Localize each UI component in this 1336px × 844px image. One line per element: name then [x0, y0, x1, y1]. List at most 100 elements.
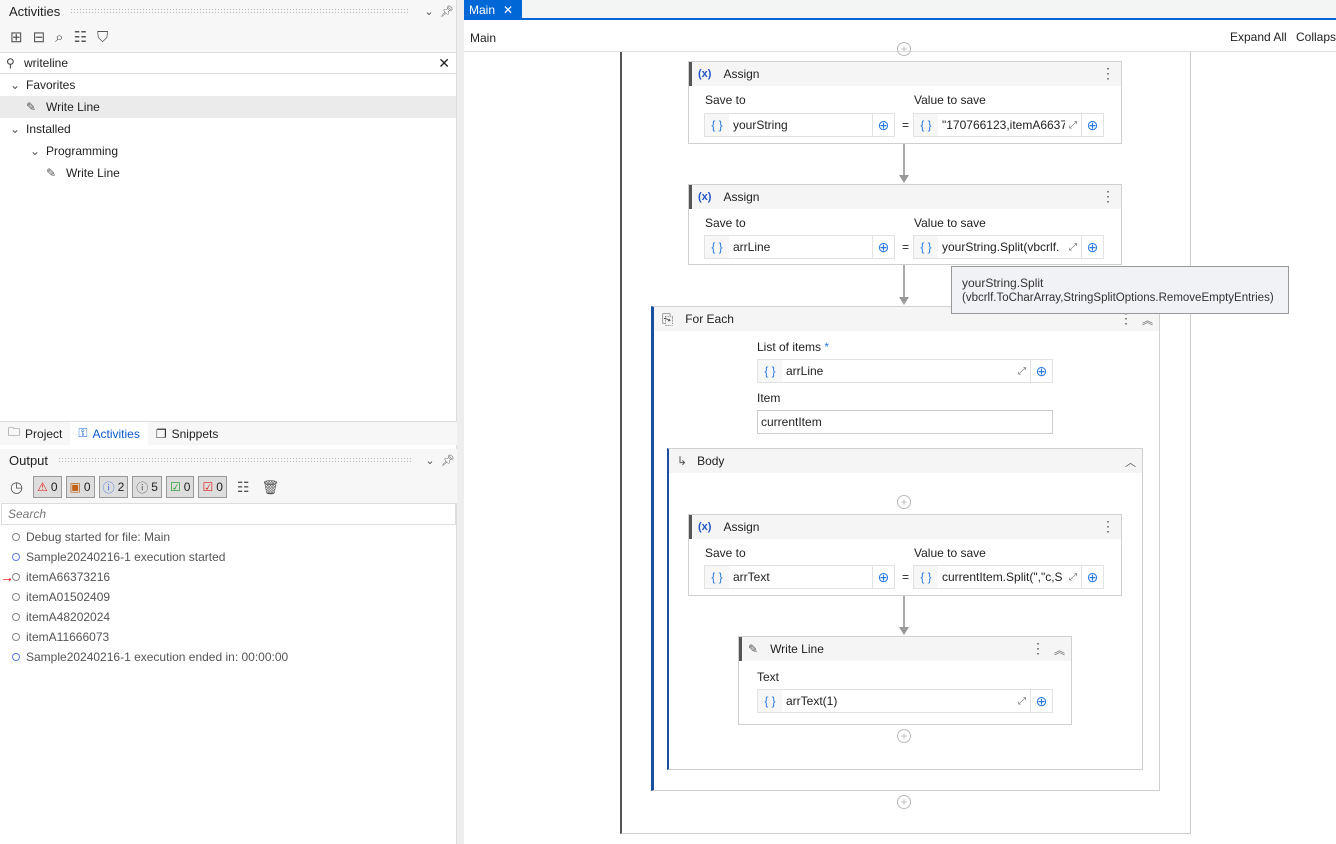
expression-icon: { } [758, 690, 782, 712]
expand-icon[interactable]: ⤢ [1018, 365, 1026, 377]
equals-sign: = [902, 570, 910, 584]
log-entry[interactable]: itemA48202024 [0, 607, 457, 627]
log-entry[interactable]: Debug started for file: Main [0, 527, 457, 547]
splitter[interactable] [457, 0, 464, 844]
save-to-field[interactable]: { }arrText⊕ [704, 565, 895, 589]
required-marker: * [824, 340, 830, 354]
log-entry[interactable]: Sample20240216-1 execution ended in: 00:… [0, 647, 457, 667]
log-entry[interactable]: →itemA66373216 [0, 567, 457, 587]
log-entry[interactable]: itemA11666073 [0, 627, 457, 647]
expand-icon[interactable]: ⤢ [1069, 119, 1077, 131]
field-value: currentItem.Split(","c,S [942, 570, 1063, 584]
tree-item-installed[interactable]: ⌄Installed [10, 122, 71, 136]
success-filter[interactable]: ☑0 [165, 476, 195, 498]
output-search[interactable]: Search [1, 503, 456, 525]
expand-icon[interactable]: ⤢ [1069, 571, 1077, 583]
write-line-icon: ✎ [748, 642, 759, 656]
pin-icon[interactable]: 📌︎ [440, 5, 454, 18]
expression-icon: { } [705, 114, 729, 136]
activity-title: Assign [723, 520, 760, 534]
tab-project[interactable]: 🗀Project [0, 422, 70, 445]
more-icon[interactable]: ⋮ [1031, 640, 1045, 656]
collapse-icon[interactable]: ︽ [1054, 645, 1065, 657]
field-value: arrLine [733, 240, 771, 254]
assign-activity[interactable]: (x)Assign ⋮ Save to Value to save { }arr… [688, 184, 1122, 265]
tab-label: Snippets [171, 426, 219, 441]
expand-icon[interactable]: ⤢ [1069, 241, 1077, 253]
warning-icon: ▣ [69, 480, 81, 494]
add-icon[interactable]: ⊕ [872, 114, 894, 136]
more-icon[interactable]: ⋮ [1101, 65, 1115, 81]
tab-main[interactable]: Main✕ [464, 0, 522, 20]
add-activity-icon[interactable]: + [897, 795, 911, 809]
filter-icon[interactable]: ⛉ [97, 28, 109, 46]
expand-all-icon[interactable]: ⊞ [10, 29, 23, 46]
add-icon[interactable]: ⊕ [1081, 114, 1103, 136]
assign-activity[interactable]: (x)Assign ⋮ Save to Value to save { }you… [688, 61, 1122, 144]
drag-handle[interactable] [58, 457, 411, 463]
breadcrumb[interactable]: Main [470, 31, 497, 45]
sort-icon[interactable]: ☷ [236, 478, 250, 495]
chevron-down-icon[interactable]: ⌄ [424, 5, 434, 18]
add-activity-icon[interactable]: + [897, 729, 911, 743]
collapse-icon[interactable]: ︽ [1142, 315, 1153, 327]
add-icon[interactable]: ⊕ [1081, 566, 1103, 588]
search-input[interactable]: writeline [24, 56, 69, 70]
folder-icon: 🗀 [8, 425, 21, 439]
value-field[interactable]: { }currentItem.Split(","c,S⤢⊕ [913, 565, 1104, 589]
expression-icon: { } [914, 114, 938, 136]
tab-activities[interactable]: ⚿Activities [70, 422, 148, 445]
value-field[interactable]: { }"170766123,itemA6637⤢⊕ [913, 113, 1104, 137]
pin-icon[interactable]: 📌︎ [441, 454, 455, 467]
trash-icon[interactable]: 🗑︎ [261, 478, 280, 495]
search-filter-icon[interactable]: ⌕ [55, 28, 64, 46]
drag-handle[interactable] [70, 8, 410, 14]
chevron-up-icon[interactable]: ︿ [1125, 457, 1136, 469]
more-icon[interactable]: ⋮ [1101, 188, 1115, 204]
add-icon[interactable]: ⊕ [872, 566, 894, 588]
tree-item-favorites[interactable]: ⌄Favorites [10, 78, 76, 92]
add-activity-icon[interactable]: + [897, 42, 911, 56]
more-icon[interactable]: ⋮ [1119, 310, 1133, 326]
value-field[interactable]: { }yourString.Split(vbcrlf.⤢⊕ [913, 235, 1104, 259]
write-line-activity[interactable]: ✎Write Line ⋮ ︽ Text { }arrText(1)⤢⊕ [738, 636, 1072, 725]
save-to-field[interactable]: { }arrLine⊕ [704, 235, 895, 259]
add-activity-icon[interactable]: + [897, 495, 911, 509]
more-icon[interactable]: ⋮ [1101, 518, 1115, 534]
add-icon[interactable]: ⊕ [1030, 360, 1052, 382]
collapse-all-button[interactable]: Collapse All [1296, 30, 1336, 44]
tree-item-write-line[interactable]: ✎Write Line [0, 162, 456, 184]
list-of-items-field[interactable]: { }arrLine⤢⊕ [757, 359, 1053, 383]
text-field[interactable]: { }arrText(1)⤢⊕ [757, 689, 1053, 713]
log-entry[interactable]: itemA01502409 [0, 587, 457, 607]
add-icon[interactable]: ⊕ [1030, 690, 1052, 712]
add-icon[interactable]: ⊕ [1081, 236, 1103, 258]
chevron-down-icon[interactable]: ⌄ [425, 454, 435, 467]
search-placeholder: Search [8, 507, 47, 521]
save-to-field[interactable]: { }yourString⊕ [704, 113, 895, 137]
list-view-icon[interactable]: ☷ [73, 29, 88, 46]
activities-search[interactable]: ⚲ writeline ✕ [0, 52, 456, 74]
item-field[interactable]: currentItem [757, 410, 1053, 434]
collapse-all-icon[interactable]: ⊟ [32, 29, 46, 46]
tab-label: Activities [92, 426, 140, 441]
clock-icon[interactable]: ◷ [10, 479, 24, 496]
clear-icon[interactable]: ✕ [438, 54, 450, 71]
add-icon[interactable]: ⊕ [872, 236, 894, 258]
errors-filter[interactable]: ⚠0 [33, 476, 62, 498]
info-icon [12, 553, 20, 561]
activity-header: (x)Assign [689, 515, 1121, 539]
close-icon[interactable]: ✕ [503, 3, 514, 17]
count: 0 [50, 480, 58, 494]
log-entry[interactable]: Sample20240216-1 execution started [0, 547, 457, 567]
tree-item-programming[interactable]: ⌄Programming [30, 144, 119, 158]
assign-activity[interactable]: (x)Assign ⋮ Save to Value to save { }arr… [688, 514, 1122, 596]
warnings-filter[interactable]: ▣0 [65, 476, 95, 498]
tree-item-write-line[interactable]: ✎Write Line [0, 96, 456, 118]
expand-all-button[interactable]: Expand All [1230, 30, 1287, 44]
tab-snippets[interactable]: ❐Snippets [148, 422, 226, 445]
expand-icon[interactable]: ⤢ [1018, 695, 1026, 707]
failed-filter[interactable]: ☑0 [198, 476, 227, 498]
